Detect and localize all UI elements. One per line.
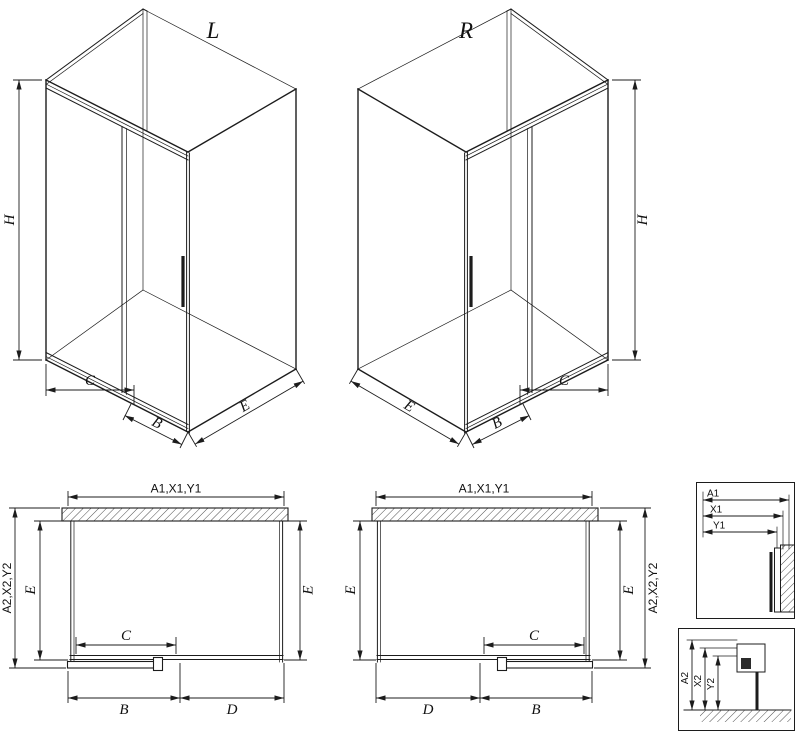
detail-wall-profile-top: A1 X1 Y1 xyxy=(696,482,795,619)
plan-left-dim-E-right: E xyxy=(284,520,317,661)
iso-left-door-wall xyxy=(45,79,190,434)
dim-label-H: H xyxy=(635,213,651,226)
plan-right-dim-C: C xyxy=(483,628,585,654)
dim-label-D: D xyxy=(422,702,434,718)
dim-label-Y1: Y1 xyxy=(713,521,726,532)
dim-label-X1: X1 xyxy=(710,505,723,516)
dim-label-X2: X2 xyxy=(693,674,704,687)
dim-label-D: D xyxy=(226,702,238,718)
plan-left-dim-E-left: E xyxy=(23,520,68,661)
floor-hatch xyxy=(700,710,791,722)
plan-right-dim-D-B: D B xyxy=(375,663,593,718)
plan-left-dim-A1: A1,X1,Y1 xyxy=(67,482,285,506)
dim-label-Y2: Y2 xyxy=(706,677,717,690)
iso-right-dim-E: E xyxy=(349,368,467,448)
plan-left-dim-C: C xyxy=(75,628,177,654)
dim-label-E: E xyxy=(301,585,317,595)
dim-label-C: C xyxy=(529,628,540,644)
iso-view-left: L H C xyxy=(2,8,305,449)
iso-left-back-panel xyxy=(45,8,297,370)
iso-left-dim-E: E xyxy=(187,368,305,448)
bottom-track-rail xyxy=(45,351,189,426)
iso-right-back-panel xyxy=(357,8,609,370)
dim-label-H: H xyxy=(2,213,18,226)
iso-left-dim-C: C xyxy=(45,364,135,404)
wall-profile-band xyxy=(371,507,599,522)
dim-label-A2: A2 xyxy=(680,671,691,684)
dim-label-E: E xyxy=(23,585,39,595)
sliding-door-panel xyxy=(66,660,159,669)
plan-right-glass-walls xyxy=(376,520,591,663)
dim-label-E: E xyxy=(343,585,359,595)
plan-left-dim-B-D: B D xyxy=(67,663,285,718)
iso-left-side-panel xyxy=(187,88,297,433)
dim-label-B: B xyxy=(119,702,128,718)
dim-label-A2X2Y2: A2,X2,Y2 xyxy=(646,562,660,613)
iso-left-dim-B: B xyxy=(122,403,189,449)
dim-label-E: E xyxy=(236,397,253,416)
plan-left-dim-A2: A2,X2,Y2 xyxy=(0,507,66,669)
plan-view-right: A1,X1,Y1 E E A2,X2,Y2 C D B xyxy=(343,482,660,719)
wall-hatch xyxy=(780,544,795,613)
wall-profile-band xyxy=(61,507,289,522)
variant-label-L: L xyxy=(206,18,220,43)
dim-label-E: E xyxy=(400,397,417,416)
iso-right-dim-B: B xyxy=(465,403,532,449)
plan-right-dim-A2: A2,X2,Y2 xyxy=(594,507,660,669)
plan-right-dim-E-left: E xyxy=(343,520,376,661)
wall-mount-profile xyxy=(774,547,781,613)
dim-label-C: C xyxy=(85,373,96,389)
iso-view-right: R H C xyxy=(349,8,651,449)
dim-label-A1X1Y1: A1,X1,Y1 xyxy=(459,482,510,496)
iso-right-side-panel xyxy=(357,88,467,433)
plan-right-dim-E-right: E xyxy=(592,520,637,661)
dim-label-A1X1Y1: A1,X1,Y1 xyxy=(151,482,202,496)
dim-label-C: C xyxy=(559,373,570,389)
iso-right-door-wall xyxy=(464,79,609,434)
door-handle-profile xyxy=(496,656,508,672)
variant-label-R: R xyxy=(458,18,473,43)
dim-label-B: B xyxy=(149,414,164,432)
top-track-rail xyxy=(45,87,189,161)
dim-label-E: E xyxy=(621,585,637,595)
iso-right-dim-C: C xyxy=(519,364,609,404)
iso-left-dim-H: H xyxy=(2,79,42,361)
dim-label-A2X2Y2: A2,X2,Y2 xyxy=(0,562,14,613)
plan-left-glass-walls xyxy=(69,520,284,663)
detail-floor-profile-bottom: A2 X2 Y2 xyxy=(678,628,795,731)
door-handle-profile xyxy=(152,656,164,672)
bottom-track-rail xyxy=(465,351,609,426)
dim-label-C: C xyxy=(121,628,132,644)
dim-label-B: B xyxy=(489,414,504,432)
top-track-rail xyxy=(465,87,609,161)
sliding-door-panel xyxy=(501,660,594,669)
dim-label-B: B xyxy=(531,702,540,718)
iso-right-dim-H: H xyxy=(612,79,651,361)
plan-view-left: A1,X1,Y1 A2,X2,Y2 E E C B D xyxy=(0,482,317,719)
detail-frame xyxy=(678,628,795,731)
plan-right-dim-A1: A1,X1,Y1 xyxy=(375,482,593,506)
profile-seal-block xyxy=(741,658,751,669)
dim-label-A1: A1 xyxy=(707,489,720,500)
